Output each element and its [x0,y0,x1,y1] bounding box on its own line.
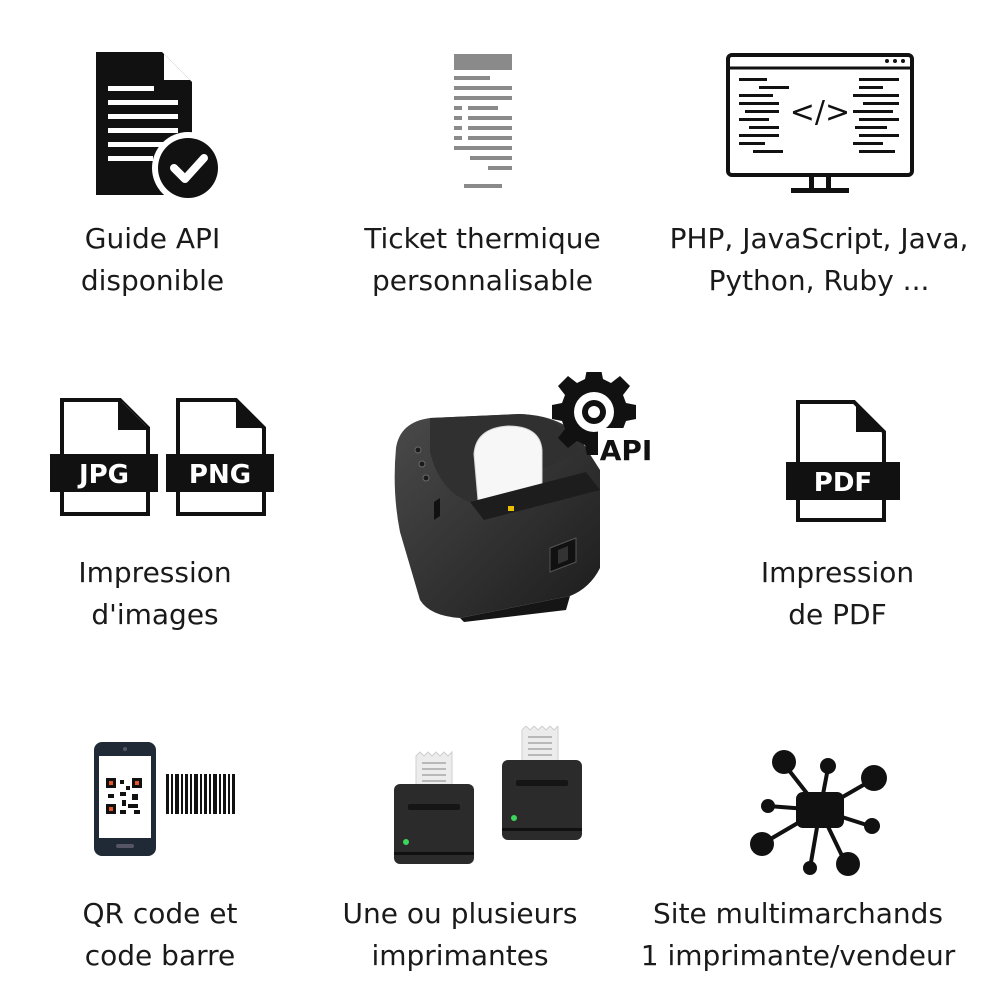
image-files-icon: JPG PNG [50,398,274,516]
feature-caption: Impression d'images [78,556,232,631]
feature-caption: Impression de PDF [760,556,915,631]
feature-caption: Guide API disponible [80,222,225,297]
document-check-icon [96,52,224,204]
api-gear-icon: API [552,372,652,464]
svg-text:</>: </> [790,95,850,130]
network-hub-icon [750,750,887,876]
code-monitor-icon: </> [726,53,914,193]
feature-caption: PHP, JavaScript, Java, Python, Ruby ... [669,222,969,297]
svg-text:API: API [600,434,652,464]
svg-text:PNG: PNG [189,460,251,490]
printers-icon [394,726,582,864]
pdf-file-icon: PDF [786,400,900,522]
feature-caption: Une ou plusieurs imprimantes [342,897,578,972]
thermal-printer-icon [394,414,600,622]
feature-caption: Site multimarchands 1 imprimante/vendeur [640,897,956,972]
qr-barcode-icon [94,742,235,856]
svg-text:JPG: JPG [77,460,129,490]
feature-caption: QR code et code barre [82,897,238,972]
receipt-icon [454,54,512,188]
svg-text:PDF: PDF [814,468,872,498]
feature-caption: Ticket thermique personnalisable [364,222,601,297]
